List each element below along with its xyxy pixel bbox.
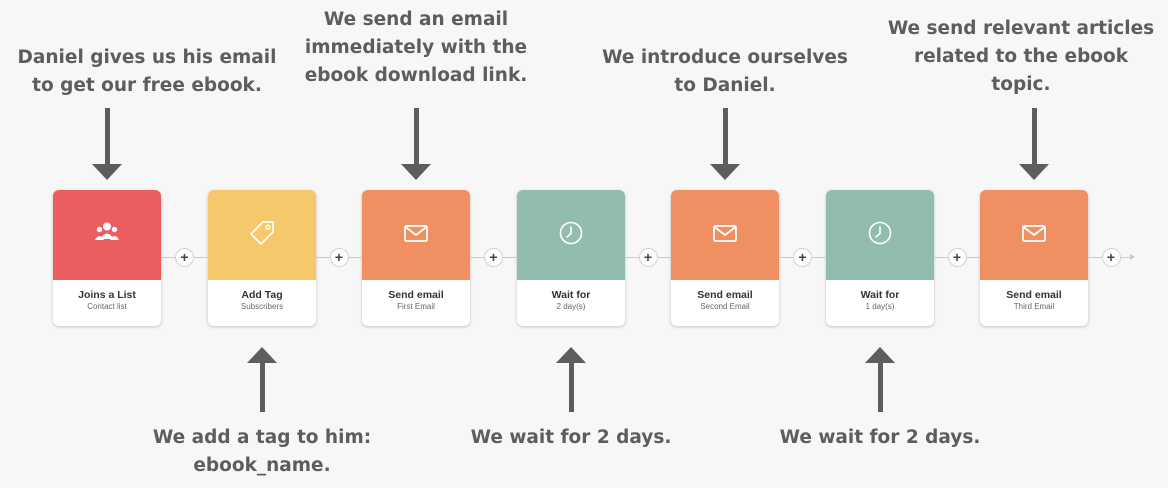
envelope-icon [1019,218,1049,253]
up-arrow-icon [247,347,277,412]
add-step-button[interactable]: + [948,249,966,266]
annotation-bottom-3: We wait for 2 days. [779,427,981,448]
add-step-button[interactable]: + [330,249,348,266]
step-subtitle: 1 day(s) [865,302,895,311]
step-title: Wait for [551,289,591,301]
step-title: Send email [697,289,753,301]
step-subtitle: Subscribers [240,302,284,311]
down-arrow-icon [92,108,122,180]
up-arrow-icon [865,347,895,412]
up-arrow-icon [556,347,586,412]
step-title: Joins a List [78,289,136,301]
step-title: Send email [388,289,444,301]
step-subtitle: Second Email [700,302,750,311]
step-header [208,190,316,280]
tag-icon [247,218,277,253]
envelope-icon [710,218,740,253]
annotation-top-2: We send an email immediately with the eb… [304,9,528,86]
add-step-button[interactable]: + [794,249,811,266]
add-step-button[interactable]: + [1102,249,1120,266]
step-title: Wait for [860,289,900,301]
step-header [671,190,779,280]
annotation-top-1: Daniel gives us his email to get our fre… [17,47,277,96]
annotation-bottom-2: We wait for 2 days. [470,427,672,448]
step-title: Add Tag [241,289,283,301]
clock-icon [865,218,895,253]
step-subtitle: 2 day(s) [556,302,586,311]
add-step-button[interactable]: + [176,249,193,266]
down-arrow-icon [710,108,740,180]
annotation-top-4: We send relevant articles related to the… [887,18,1155,95]
step-title: Send email [1006,289,1062,301]
people-icon [92,218,122,253]
add-step-button[interactable]: + [485,249,502,266]
step-header [362,190,470,280]
annotation-top-3: We introduce ourselves to Daniel. [602,47,848,96]
step-subtitle: First Email [397,302,435,311]
envelope-icon [401,218,431,253]
step-header [980,190,1088,280]
annotation-bottom-1: We add a tag to him: ebook_name. [152,427,372,476]
step-header [826,190,934,280]
clock-icon [556,218,586,253]
step-subtitle: Contact list [87,302,127,311]
step-header [53,190,161,280]
step-header [517,190,625,280]
down-arrow-icon [1019,108,1049,180]
add-step-button[interactable]: + [639,249,657,266]
step-subtitle: Third Email [1013,302,1055,311]
connector-arrowhead [1130,254,1135,260]
down-arrow-icon [401,108,431,180]
